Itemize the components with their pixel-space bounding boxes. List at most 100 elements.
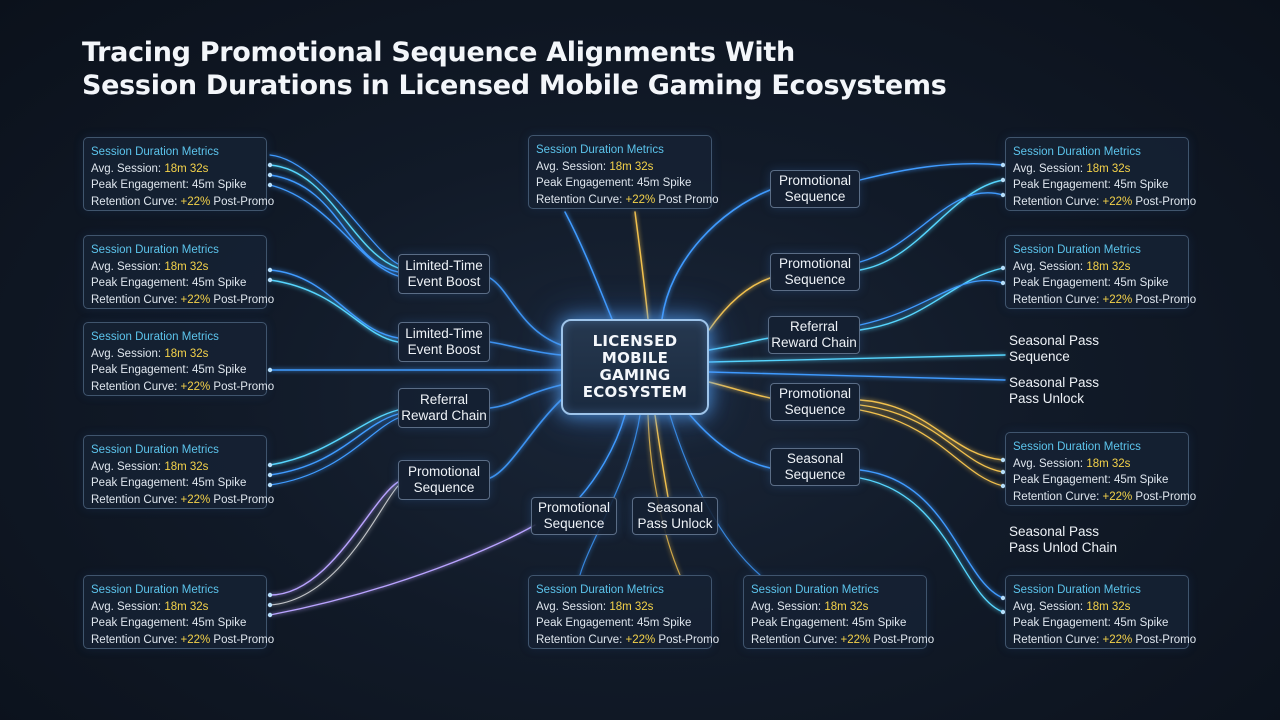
metric-peak-engagement: Peak Engagement: 45m Spike [91,179,247,191]
metric-header: Session Duration Metrics [1013,584,1141,596]
link [269,174,399,273]
link [859,279,1004,326]
metric-avg-session: Avg. Session: 18m 32s [91,460,209,473]
link [269,409,399,466]
metric-retention-curve: Retention Curve: +22% Post-Promo [1013,633,1197,646]
metric-peak-engagement: Peak Engagement: 45m Spike [536,177,692,189]
link [269,184,399,277]
metric-header: Session Duration Metrics [536,584,664,596]
link [859,192,1004,263]
link [269,481,399,596]
metric-card: Session Duration Metrics Avg. Session: 1… [83,435,275,509]
metric-avg-session: Avg. Session: 18m 32s [536,160,654,173]
metric-retention-curve: Retention Curve: +22% Post-Promo [1013,490,1197,503]
metric-retention-curve: Retention Curve: +22% Post-Promo [91,195,275,208]
metric-card: Session Duration Metrics Avg. Session: 1… [528,135,719,209]
link [564,211,613,320]
center-hub-line: GAMING [599,366,671,384]
metric-card: Session Duration Metrics Avg. Session: 1… [83,575,275,649]
metric-card: Session Duration Metrics Avg. Session: 1… [1005,575,1197,649]
link [269,154,399,265]
metric-avg-session: Avg. Session: 18m 32s [91,600,209,613]
metric-card: Session Duration Metrics Avg. Session: 1… [1005,235,1197,309]
link [269,269,399,339]
link [859,267,1004,331]
link [269,417,399,486]
link [689,414,771,469]
link [489,384,562,409]
title-line-1: Tracing Promotional Sequence Alignments … [82,37,795,68]
center-hub: LICENSED MOBILE GAMING ECOSYSTEM [561,319,709,415]
link [489,277,562,346]
metric-card: Session Duration Metrics Avg. Session: 1… [83,322,275,396]
metric-card: Session Duration Metrics Avg. Session: 1… [83,137,275,211]
link [859,477,1004,613]
metric-card: Session Duration Metrics Avg. Session: 1… [83,235,275,309]
center-hub-line: MOBILE [601,349,669,367]
metric-avg-session: Avg. Session: 18m 32s [91,347,209,360]
link [661,189,771,320]
metric-avg-session: Avg. Session: 18m 32s [1013,162,1131,175]
link [859,399,1004,461]
metric-retention-curve: Retention Curve: +22% Post-Promo [91,380,275,393]
link [708,354,1006,363]
metric-avg-session: Avg. Session: 18m 32s [91,162,209,175]
center-hub-line: ECOSYSTEM [582,383,688,401]
metric-peak-engagement: Peak Engagement: 45m Spike [1013,277,1169,289]
link [647,414,681,576]
link [579,414,641,576]
metric-retention-curve: Retention Curve: +22% Post-Promo [1013,293,1197,306]
link [579,414,626,498]
metric-retention-curve: Retention Curve: +22% Post-Promo [751,633,935,646]
metric-card: Session Duration Metrics Avg. Session: 1… [743,575,935,649]
metric-peak-engagement: Peak Engagement: 45m Spike [1013,617,1169,629]
metric-avg-session: Avg. Session: 18m 32s [1013,457,1131,470]
metric-retention-curve: Retention Curve: +22% Post-Promo [1013,195,1197,208]
metric-retention-curve: Retention Curve: +22% Post-Promo [536,633,720,646]
center-hub-line: LICENSED [592,332,678,350]
link [634,211,649,320]
metric-avg-session: Avg. Session: 18m 32s [1013,260,1131,273]
link [708,337,771,351]
metric-header: Session Duration Metrics [536,144,664,156]
link [654,414,669,498]
link [269,279,399,343]
metric-header: Session Duration Metrics [91,444,219,456]
link [669,414,761,576]
title-line-2: Session Durations in Licensed Mobile Gam… [82,70,947,101]
metric-card: Session Duration Metrics Avg. Session: 1… [528,575,720,649]
link [269,485,399,606]
metric-retention-curve: Retention Curve: +22% Post-Promo [91,633,275,646]
metric-header: Session Duration Metrics [91,331,219,343]
metric-peak-engagement: Peak Engagement: 45m Spike [1013,474,1169,486]
link [489,341,562,356]
metric-retention-curve: Retention Curve: +22% Post-Promo [91,293,275,306]
metric-peak-engagement: Peak Engagement: 45m Spike [536,617,692,629]
metric-card: Session Duration Metrics Avg. Session: 1… [1005,137,1197,211]
metric-avg-session: Avg. Session: 18m 32s [536,600,654,613]
link [859,404,1004,473]
metric-header: Session Duration Metrics [91,584,219,596]
metric-retention-curve: Retention Curve: +22% Post-Promo [91,493,275,506]
metric-avg-session: Avg. Session: 18m 32s [751,600,869,613]
metric-peak-engagement: Peak Engagement: 45m Spike [91,477,247,489]
link [269,524,536,616]
metric-header: Session Duration Metrics [91,146,219,158]
link [859,179,1004,271]
metric-card: Session Duration Metrics Avg. Session: 1… [1005,432,1197,506]
link [859,469,1004,599]
link [708,381,771,399]
metric-header: Session Duration Metrics [1013,244,1141,256]
